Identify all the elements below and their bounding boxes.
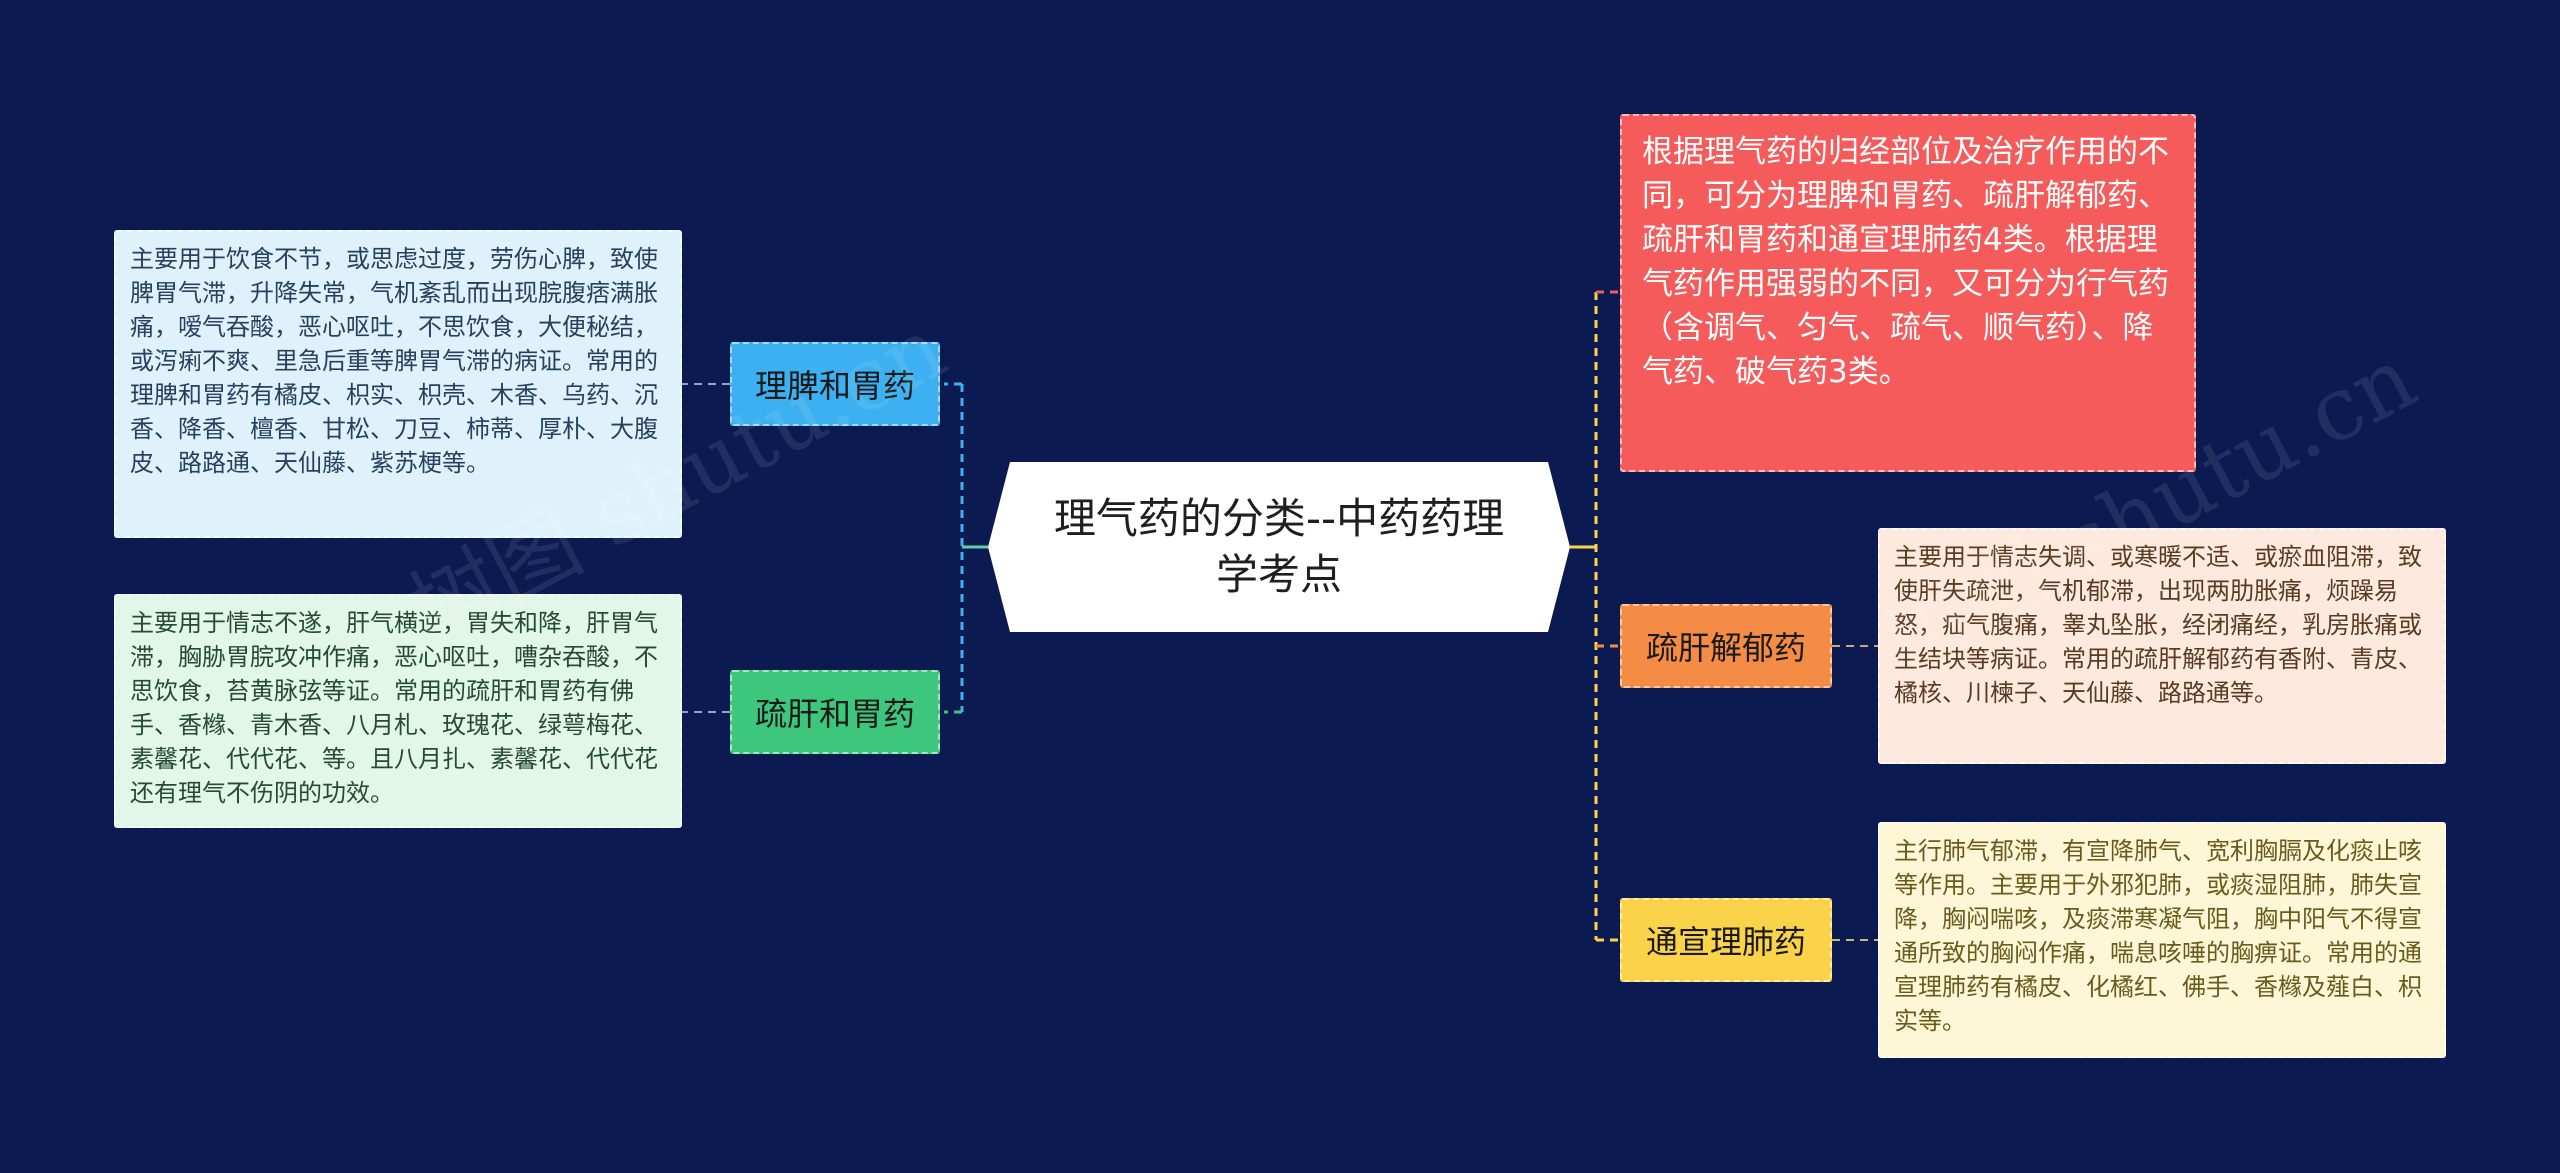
branch-tongxuan-lifei[interactable]: 通宣理肺药 [1620, 898, 1832, 982]
summary-note[interactable]: 根据理气药的归经部位及治疗作用的不同，可分为理脾和胃药、疏肝解郁药、疏肝和胃药和… [1620, 114, 2196, 472]
leaf-lipi-hewei-detail[interactable]: 主要用于饮食不节，或思虑过度，劳伤心脾，致使脾胃气滞，升降失常，气机紊乱而出现脘… [114, 230, 682, 538]
branch-tongxuan-lifei-label: 通宣理肺药 [1645, 923, 1806, 961]
leaf-tongxuan-lifei-detail[interactable]: 主行肺气郁滞，有宣降肺气、宽利胸膈及化痰止咳等作用。主要用于外邪犯肺，或痰湿阻肺… [1878, 822, 2446, 1058]
leaf-lipi-hewei-text: 主要用于饮食不节，或思虑过度，劳伤心脾，致使脾胃气滞，升降失常，气机紊乱而出现脘… [130, 245, 658, 477]
leaf-tongxuan-lifei-text: 主行肺气郁滞，有宣降肺气、宽利胸膈及化痰止咳等作用。主要用于外邪犯肺，或痰湿阻肺… [1894, 837, 2422, 1035]
leaf-shugan-jieyu-text: 主要用于情志失调、或寒暖不适、或瘀血阻滞，致使肝失疏泄，气机郁滞，出现两肋胀痛，… [1894, 543, 2422, 707]
root-topic-label: 理气药的分类--中药药理学考点 [1053, 494, 1505, 599]
branch-shugan-jieyu[interactable]: 疏肝解郁药 [1620, 604, 1832, 688]
branch-lipi-hewei[interactable]: 理脾和胃药 [730, 342, 940, 426]
leaf-shugan-jieyu-detail[interactable]: 主要用于情志失调、或寒暖不适、或瘀血阻滞，致使肝失疏泄，气机郁滞，出现两肋胀痛，… [1878, 528, 2446, 764]
leaf-shugan-hewei-text: 主要用于情志不遂，肝气横逆，胃失和降，肝胃气滞，胸胁胃脘攻冲作痛，恶心呕吐，嘈杂… [130, 609, 658, 807]
branch-shugan-hewei[interactable]: 疏肝和胃药 [730, 670, 940, 754]
branch-shugan-jieyu-label: 疏肝解郁药 [1645, 629, 1806, 667]
summary-note-text: 根据理气药的归经部位及治疗作用的不同，可分为理脾和胃药、疏肝解郁药、疏肝和胃药和… [1642, 134, 2169, 390]
branch-lipi-hewei-label: 理脾和胃药 [754, 367, 915, 405]
branch-shugan-hewei-label: 疏肝和胃药 [754, 695, 915, 733]
leaf-shugan-hewei-detail[interactable]: 主要用于情志不遂，肝气横逆，胃失和降，肝胃气滞，胸胁胃脘攻冲作痛，恶心呕吐，嘈杂… [114, 594, 682, 828]
root-topic[interactable]: 理气药的分类--中药药理学考点 [988, 462, 1570, 632]
